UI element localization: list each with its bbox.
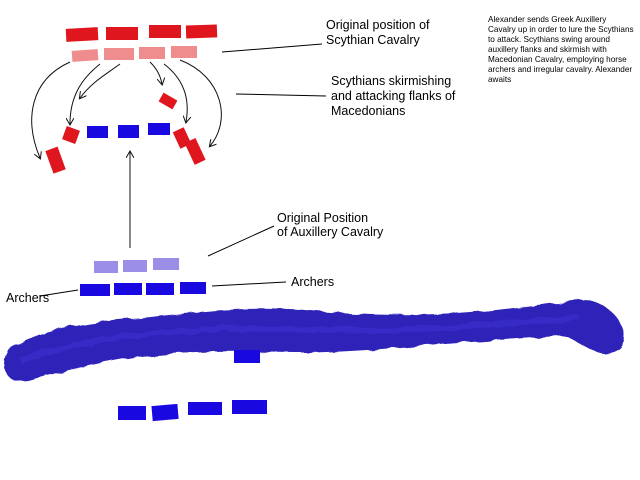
scythian-faded-unit: [171, 46, 197, 58]
auxiliary-faded-unit: [153, 258, 179, 270]
flank-arrow-right-inner: [163, 63, 187, 122]
archer-unit: [146, 283, 174, 295]
scythian-faded-unit: [71, 49, 99, 62]
narrative-line: auxillery flanks and skirmish with: [488, 45, 607, 54]
movement-arrows: [31, 59, 222, 248]
scythian-unit: [106, 27, 138, 40]
narrative-line: Cavalry up in order to lure the Scythian…: [488, 25, 634, 34]
macedonian-unit: [118, 125, 139, 138]
scythian-skirmisher: [184, 138, 206, 165]
macedonian-unit: [148, 123, 170, 135]
auxiliary-original-row: [94, 258, 179, 273]
archer-unit: [80, 284, 110, 296]
skirmish-arrow-right: [149, 61, 162, 84]
archer-unit: [114, 283, 142, 295]
leader-scythian-original: [221, 43, 323, 53]
label-skirmish: Scythians skirmishing and attacking flan…: [331, 74, 459, 118]
narrative-note: Alexander sends Greek Auxillery Cavalry …: [488, 15, 636, 84]
flank-arrow-left-outer: [31, 61, 71, 158]
auxiliary-faded-unit: [94, 261, 118, 273]
main-army-row: [118, 400, 267, 422]
scythian-faded-unit: [139, 47, 165, 59]
macedonian-unit: [87, 126, 108, 138]
macedonian-forward-cavalry: [87, 123, 170, 138]
label-archers-left: Archers: [6, 291, 49, 305]
leader-lines: [39, 43, 327, 297]
river: [4, 300, 626, 382]
scythian-unit: [65, 27, 99, 42]
scythian-faded-row: [71, 46, 197, 62]
auxiliary-faded-unit: [123, 260, 147, 272]
leader-archers-left: [39, 289, 79, 297]
scythian-skirmishers: [45, 92, 206, 174]
archer-unit: [180, 282, 206, 294]
main-army-unit: [232, 400, 267, 414]
scythian-unit: [185, 24, 218, 39]
scythian-skirmisher: [45, 146, 66, 174]
label-archers-right: Archers: [291, 275, 334, 289]
scythian-skirmisher: [62, 126, 80, 144]
label-auxiliary-original: Original Position of Auxillery Cavalry: [277, 211, 384, 239]
label-scythian-original: Original position of Scythian Cavalry: [326, 18, 433, 47]
leader-skirmishers: [235, 93, 327, 97]
narrative-line: Alexander sends Greek Auxillery: [488, 15, 607, 24]
narrative-line: archers and irregular cavalry. Alexander: [488, 65, 632, 74]
scythian-skirmisher: [158, 92, 178, 110]
flank-arrow-left-inner: [70, 63, 101, 124]
archers-row: [80, 282, 206, 296]
flank-arrow-right-outer: [179, 59, 222, 146]
main-army-unit: [188, 402, 222, 415]
main-army-unit: [151, 403, 179, 422]
river-crossing-unit: [234, 350, 260, 363]
narrative-line: awaits: [488, 75, 511, 84]
narrative-line: to attack. Scythians swing around: [488, 35, 610, 44]
scythian-original-row: [65, 24, 218, 42]
leader-archers-right: [211, 281, 287, 287]
narrative-line: Macedonian Cavalry, employing horse: [488, 55, 627, 64]
scythian-faded-unit: [104, 48, 134, 60]
skirmish-arrow-left: [80, 63, 121, 98]
main-army-unit: [118, 406, 146, 420]
leader-auxiliary-original: [207, 225, 275, 257]
scythian-unit: [149, 25, 181, 38]
